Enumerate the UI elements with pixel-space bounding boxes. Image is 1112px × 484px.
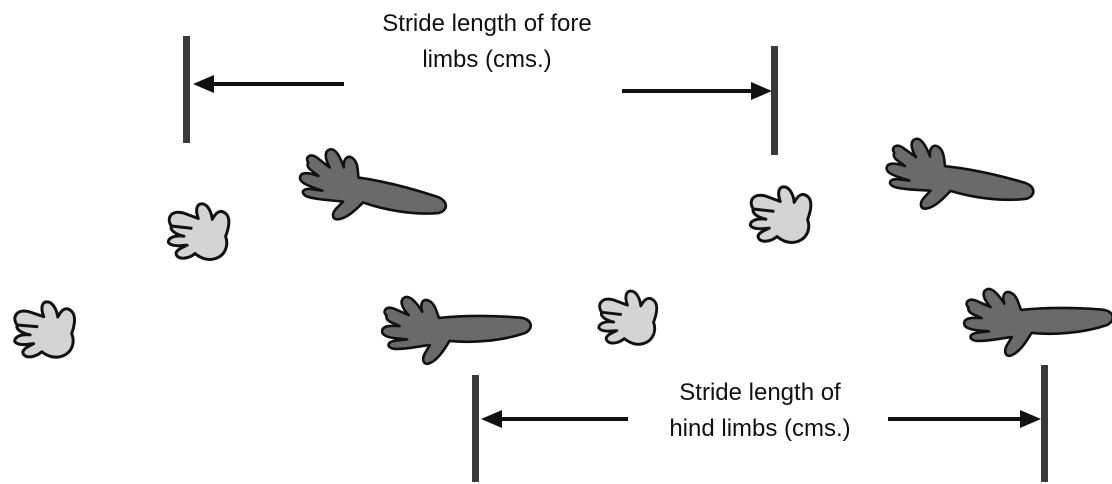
fore-limb-print-4	[747, 184, 815, 246]
hind-limb-print-1	[295, 145, 452, 234]
hind-stride-start-bar	[472, 375, 479, 482]
hind-stride-end-bar	[1041, 365, 1048, 482]
hind-stride-label: Stride length of hind limbs (cms.)	[600, 375, 920, 447]
hind-limb-print-4	[961, 276, 1112, 360]
hind-stride-label-line1: Stride length of	[600, 375, 920, 411]
fore-stride-start-bar	[183, 36, 190, 143]
hind-stride-label-line2: hind limbs (cms.)	[600, 411, 920, 447]
fore-stride-end-bar	[771, 46, 778, 155]
fore-stride-label-line2: limbs (cms.)	[332, 42, 642, 78]
fore-stride-label: Stride length of fore limbs (cms.)	[332, 6, 642, 78]
fore-stride-label-line1: Stride length of fore	[332, 6, 642, 42]
fore-limb-print-3	[595, 289, 660, 349]
fore-stride-left-arrowhead	[193, 75, 214, 93]
hind-limb-print-2	[379, 284, 534, 368]
fore-limb-print-1	[10, 298, 80, 362]
hind-stride-right-arrowhead	[1020, 410, 1041, 428]
fore-limb-print-2	[165, 201, 233, 263]
fore-stride-right-arrowhead	[751, 82, 772, 100]
hind-limb-print-3	[883, 136, 1038, 220]
hind-stride-left-arrowhead	[481, 410, 502, 428]
